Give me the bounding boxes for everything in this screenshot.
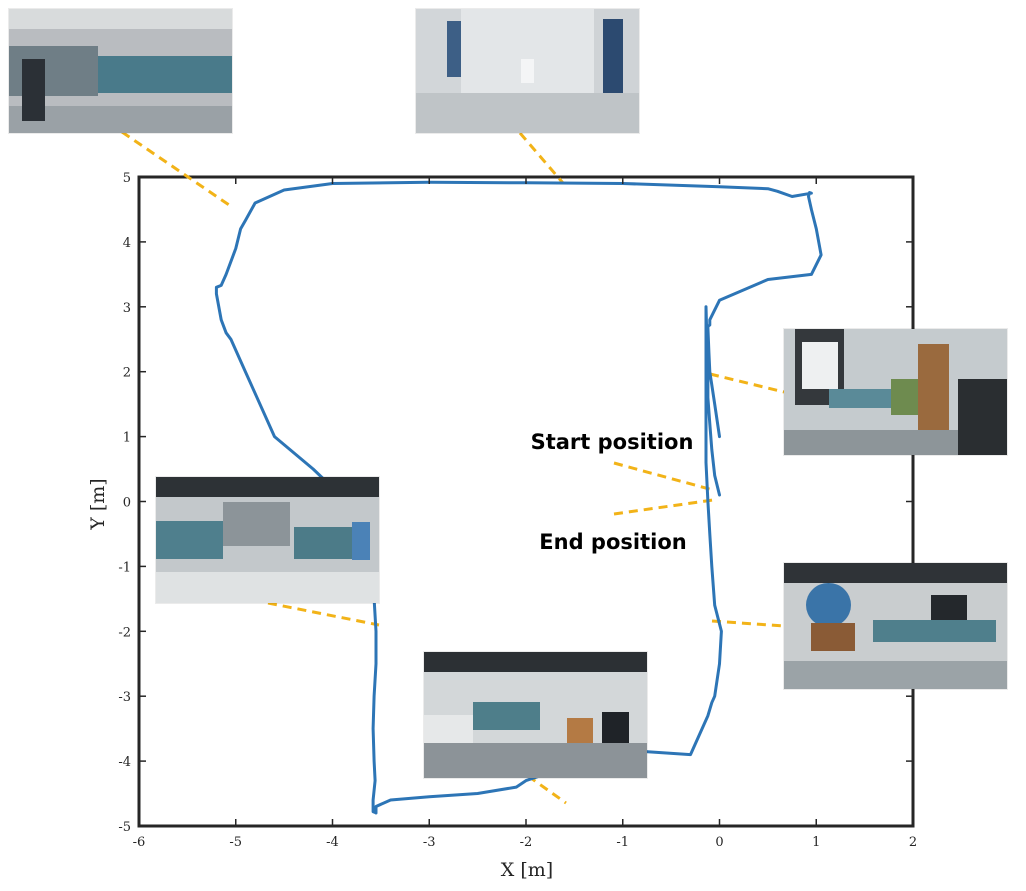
x-tick-label: -6 — [133, 835, 146, 850]
y-tick-label: 4 — [123, 236, 131, 251]
y-tick-label: 3 — [123, 301, 131, 316]
leader-line — [711, 619, 785, 628]
x-axis-label: X [m] — [501, 859, 553, 881]
leader-line — [613, 461, 714, 492]
y-axis-label: Y [m] — [87, 478, 109, 530]
x-tick-label: -1 — [616, 835, 629, 850]
x-tick-label: -2 — [520, 835, 533, 850]
photo-corridor-top — [416, 9, 639, 133]
end-position-label: End position — [539, 530, 686, 554]
leader-line — [518, 132, 565, 184]
photo-office-top-left — [9, 9, 232, 133]
photo-office-right-upper — [784, 329, 1007, 455]
y-tick-label: 2 — [123, 366, 131, 381]
leader-line — [613, 498, 714, 516]
leader-line — [267, 601, 380, 627]
leader-lines — [121, 130, 785, 805]
leader-line — [527, 774, 567, 805]
x-tick-label: 0 — [715, 835, 723, 850]
y-tick-label: -3 — [118, 690, 131, 705]
leader-line — [121, 130, 233, 209]
y-tick-label: -4 — [118, 755, 131, 770]
y-tick-label: -5 — [118, 820, 131, 835]
x-tick-label: -4 — [326, 835, 339, 850]
x-tick-label: 1 — [812, 835, 820, 850]
x-tick-label: 2 — [909, 835, 917, 850]
start-position-label: Start position — [531, 430, 694, 454]
y-tick-label: 5 — [123, 171, 131, 186]
leader-line — [709, 372, 785, 394]
x-tick-label: -5 — [229, 835, 242, 850]
y-tick-label: 1 — [123, 431, 131, 446]
photo-office-left — [156, 477, 379, 603]
x-tick-label: -3 — [423, 835, 436, 850]
photo-office-bottom — [424, 652, 647, 778]
y-tick-label: 0 — [123, 496, 131, 511]
photo-office-right-lower — [784, 563, 1007, 689]
y-tick-label: -1 — [118, 560, 131, 575]
y-tick-label: -2 — [118, 625, 131, 640]
